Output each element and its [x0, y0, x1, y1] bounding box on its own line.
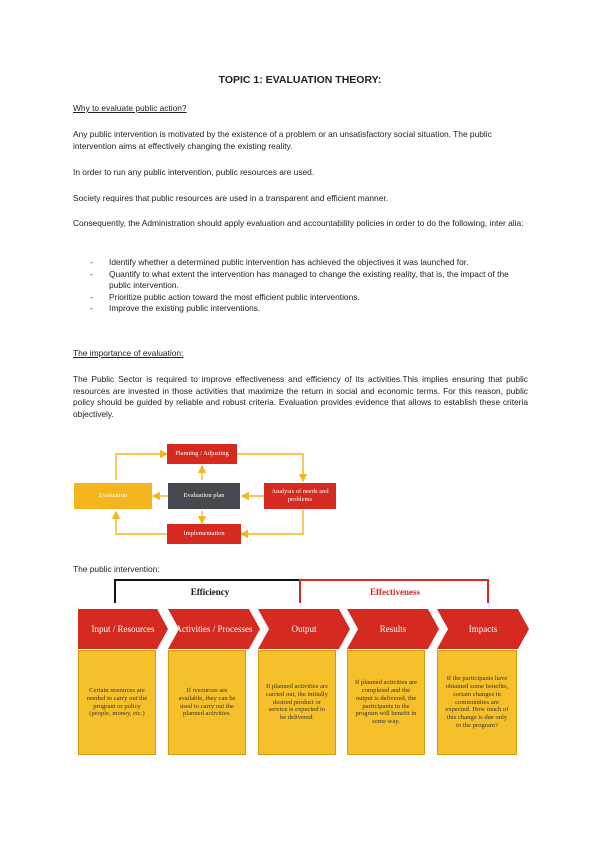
stage-activities: Activities / Processes: [168, 609, 260, 649]
analysis-box: Analysis of needs and problems: [264, 483, 336, 509]
section-heading-why: Why to evaluate public action?: [73, 103, 187, 113]
stage-impacts-desc: If the participants have obtained some b…: [437, 650, 517, 755]
stage-activities-desc: If resources are available, they can be …: [168, 650, 246, 755]
section-heading-intervention: The public intervention:: [73, 564, 160, 574]
list-item: Identify whether a determined public int…: [90, 257, 528, 269]
evaluation-box: Evaluation: [74, 483, 152, 509]
stage-output-desc: If planned activities are carried out, t…: [258, 650, 336, 755]
evaluation-plan-box: Evaluation plan: [168, 483, 240, 509]
paragraph: The Public Sector is required to improve…: [73, 374, 528, 419]
stage-output: Output: [258, 609, 350, 649]
stage-results-desc: If planned activities are completed and …: [347, 650, 425, 755]
paragraph: Any public intervention is motivated by …: [73, 129, 492, 151]
list-item: Quantify to what extent the intervention…: [90, 269, 528, 292]
objectives-list: Identify whether a determined public int…: [90, 257, 528, 315]
paragraph: Society requires that public resources a…: [73, 193, 389, 203]
list-item: Prioritize public action toward the most…: [90, 292, 528, 304]
list-item: Improve the existing public intervention…: [90, 303, 528, 315]
page-title: TOPIC 1: EVALUATION THEORY:: [218, 74, 382, 86]
stage-results: Results: [347, 609, 439, 649]
efficiency-label: Efficiency: [190, 587, 230, 597]
stage-impacts: Impacts: [437, 609, 529, 649]
paragraph: Consequently, the Administration should …: [73, 218, 524, 228]
stage-input-desc: Certain resources are needed to carry ou…: [78, 650, 156, 755]
effectiveness-label: Effectiveness: [370, 587, 420, 597]
planning-box: Planning / Adjusting: [167, 444, 237, 464]
paragraph: In order to run any public intervention,…: [73, 167, 315, 177]
implementation-box: Implementation: [167, 524, 241, 544]
stage-input: Input / Resources: [78, 609, 168, 649]
section-heading-importance: The importance of evaluation:: [73, 348, 184, 358]
